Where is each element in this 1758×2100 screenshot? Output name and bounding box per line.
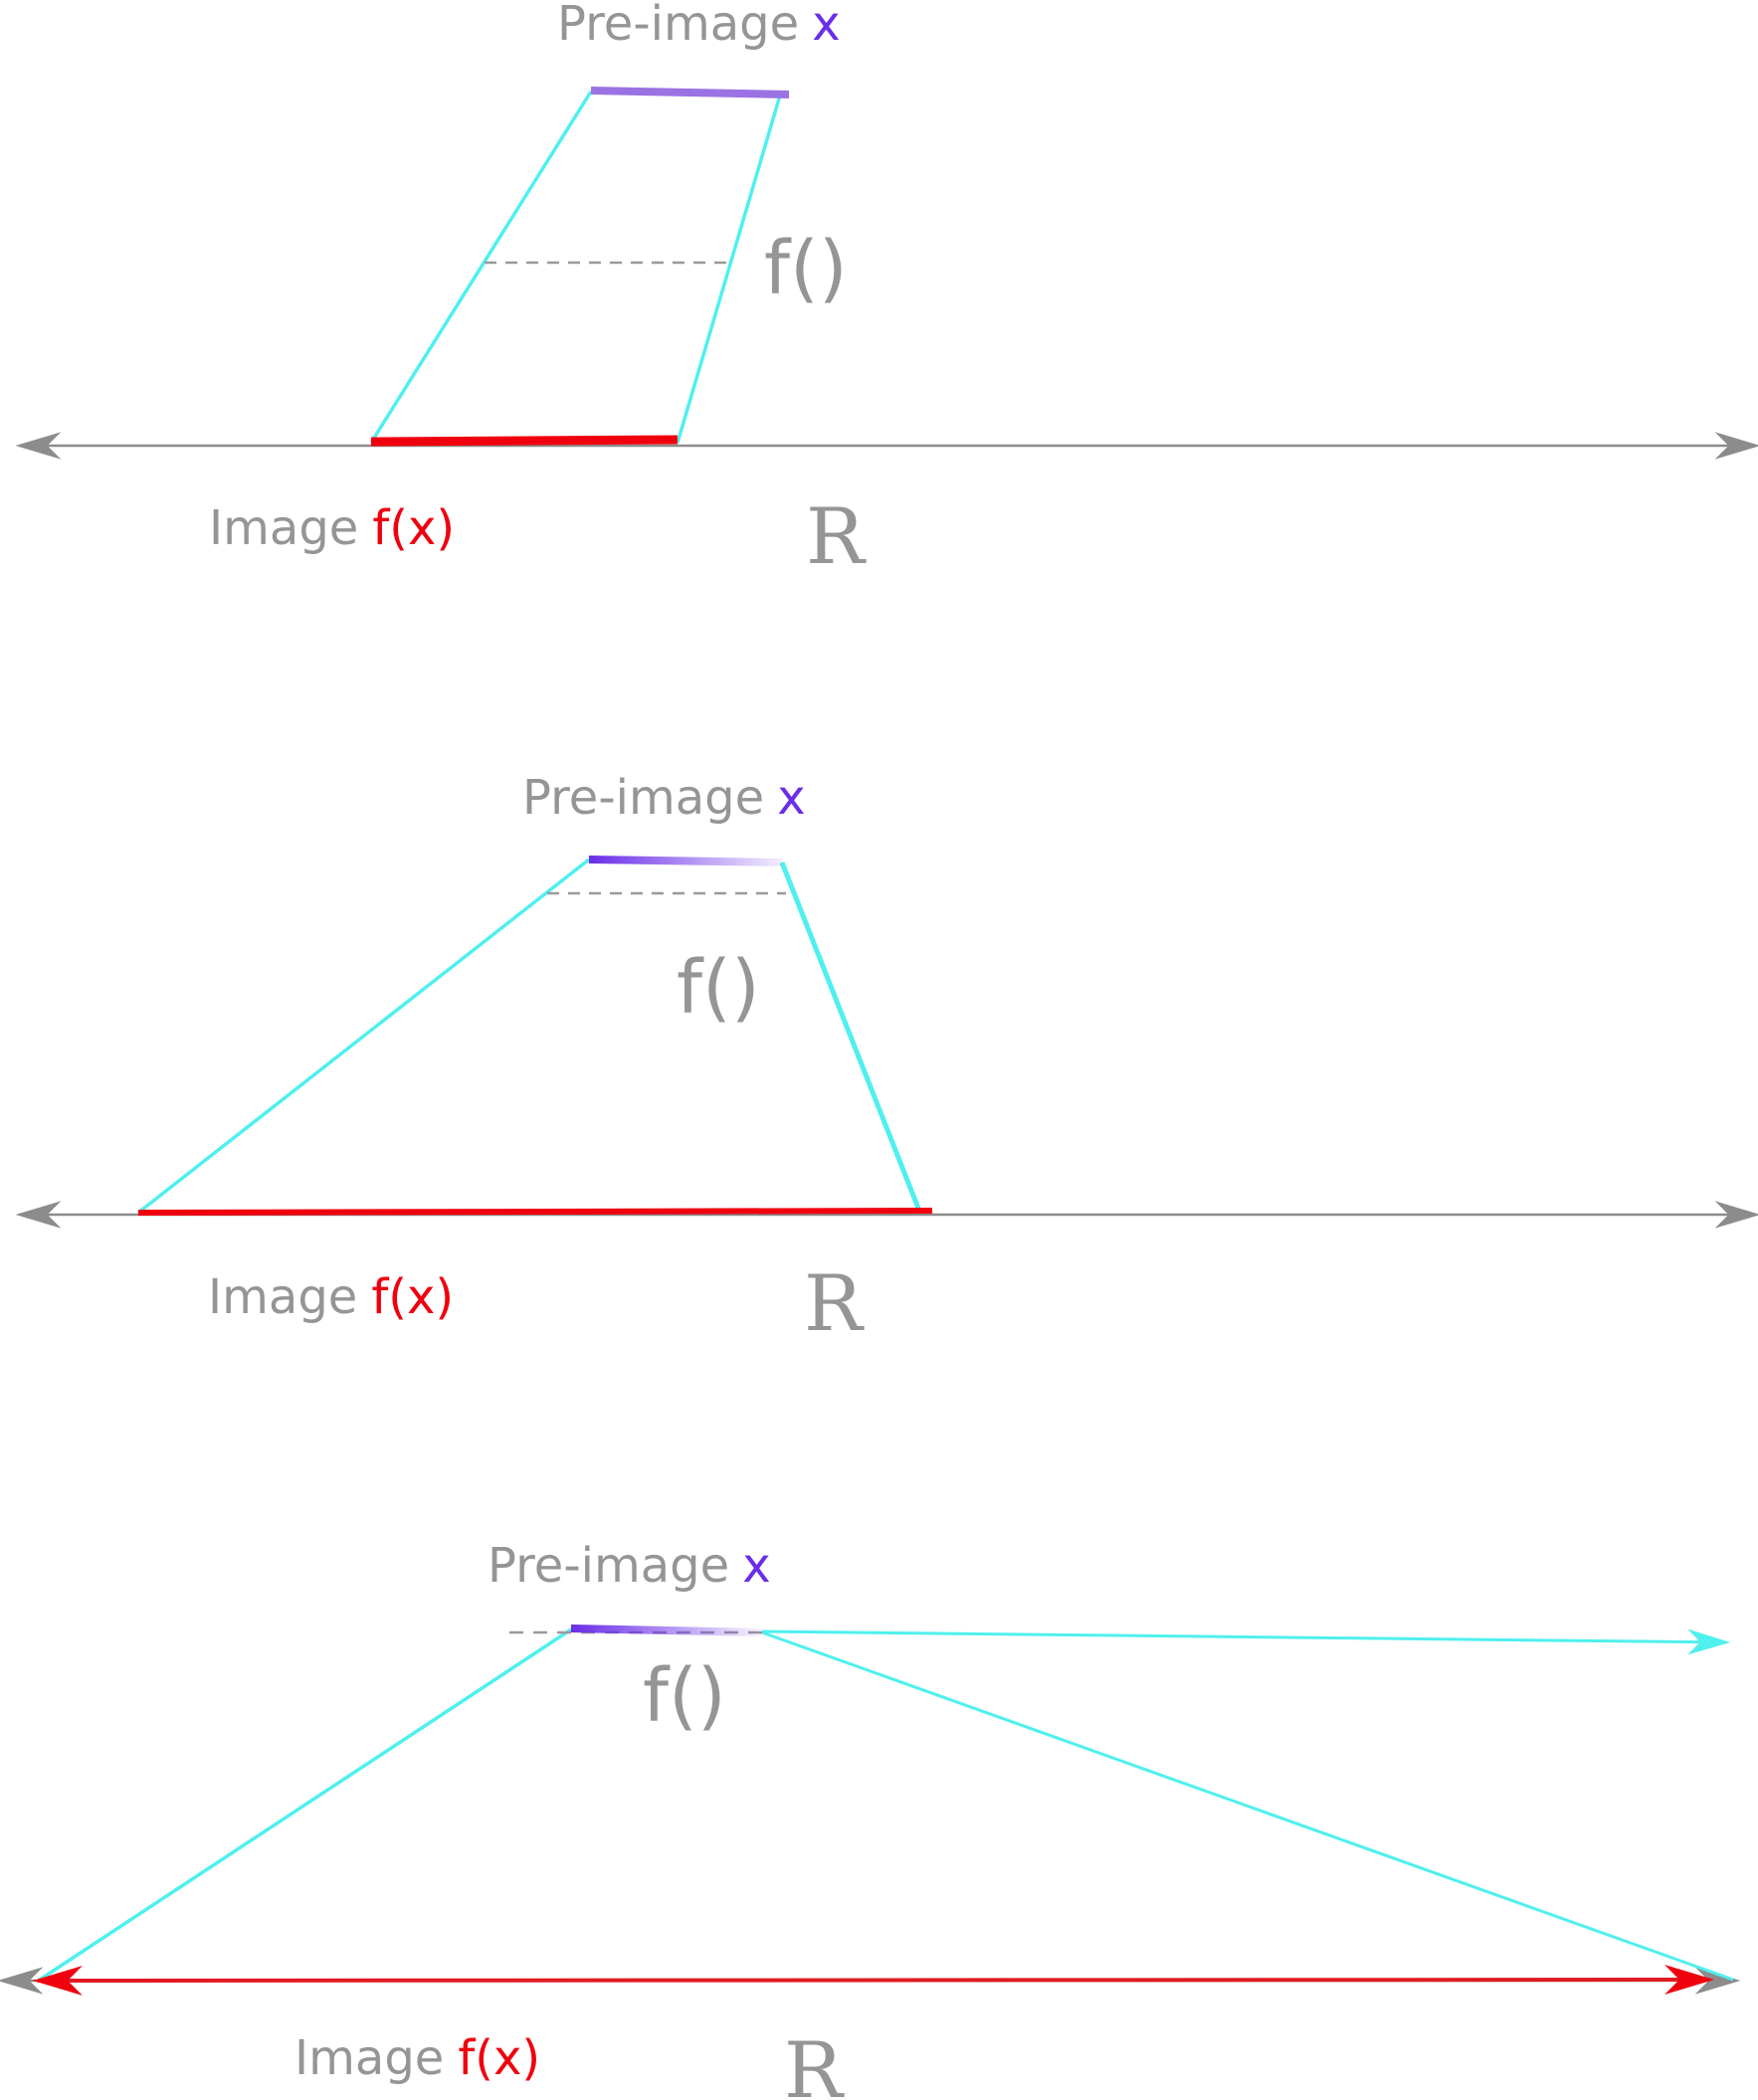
image-var: f(x) (371, 1269, 454, 1325)
mapping-line-right (779, 861, 922, 1212)
image-text: Image (294, 2030, 444, 2086)
preimage-text: Pre-image (522, 770, 763, 826)
preimage-segment (570, 1624, 763, 1636)
preimage-segment (590, 87, 790, 98)
mapping-line-left (369, 91, 593, 444)
image-text: Image (209, 500, 358, 556)
mapping-asymptote-arrow (761, 1628, 1731, 1655)
image-var: f(x) (372, 500, 455, 556)
codomain-label: R (806, 492, 867, 582)
mapping-line-right (761, 1630, 1734, 1982)
mapping-line-left (39, 1627, 572, 1982)
function-label: f() (677, 945, 760, 1031)
image-text: Image (208, 1269, 357, 1325)
image-segment (370, 435, 679, 447)
mapping-line-left (136, 858, 591, 1215)
image-segment (137, 1208, 933, 1216)
preimage-segment (588, 856, 783, 866)
function-label: f() (764, 226, 848, 311)
mapping-line-right (676, 95, 782, 444)
preimage-var: x (812, 0, 840, 52)
preimage-var: x (742, 1538, 770, 1594)
image-axis-segment (33, 1965, 1714, 1996)
preimage-text: Pre-image (488, 1538, 728, 1594)
codomain-label: R (804, 1259, 865, 1349)
preimage-label: Pre-image x (557, 0, 841, 52)
image-var: f(x) (458, 2030, 540, 2086)
codomain-label: R (784, 2026, 845, 2100)
preimage-text: Pre-image (557, 0, 798, 52)
preimage-var: x (777, 770, 805, 826)
function-label: f() (643, 1653, 726, 1739)
